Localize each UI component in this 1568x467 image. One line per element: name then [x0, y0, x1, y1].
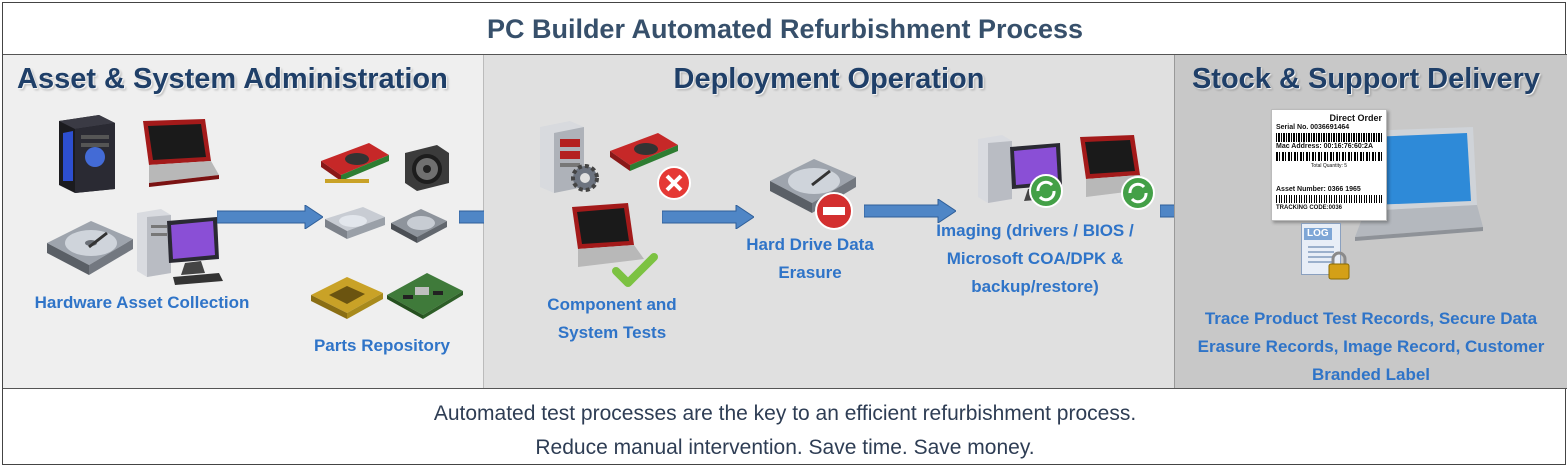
step-label-parts-repository: Parts Repository [313, 336, 451, 355]
footer-line-2: Reduce manual intervention. Save time. S… [535, 436, 1035, 459]
laptop-red-icon [564, 201, 652, 275]
label-line: Erasure [778, 263, 842, 282]
cpu-cooler-fan-icon [401, 143, 451, 191]
flow-arrow [662, 205, 754, 229]
step-label-hardware-asset-collection: Hardware Asset Collection [34, 293, 250, 312]
label-serial: Serial No. 0036691464 [1276, 124, 1350, 131]
motherboard-icon [385, 269, 465, 321]
barcode-icon [1276, 133, 1382, 142]
laptop-red-icon [129, 117, 221, 189]
flow-arrow [864, 199, 956, 223]
label-line: Branded Label [1311, 365, 1431, 384]
lock-icon [1327, 251, 1351, 281]
laptop-red-icon [1072, 133, 1156, 203]
cpu-chip-icon [309, 271, 385, 321]
refresh-badge-icon [1028, 173, 1064, 209]
spacer [1276, 170, 1382, 186]
label-line: Trace Product Test Records, Secure Data [1204, 309, 1538, 328]
footer: Automated test processes are the key to … [3, 388, 1567, 466]
label-mac: Mac Address: 00:16:76:60:2A [1276, 143, 1374, 150]
laptop-icon [1335, 125, 1485, 245]
section-asset-administration: Asset & System Administration [3, 55, 563, 388]
label-asset: Asset Number: 0366 1965 [1276, 186, 1361, 193]
no-entry-badge-icon [814, 191, 854, 231]
step-label-component-tests: Component and System Tests [528, 291, 696, 347]
label-qty: Total Quantity: 5 [1310, 163, 1348, 169]
server-tower-icon [51, 111, 123, 193]
section-title: Stock & Support Delivery [1191, 63, 1541, 95]
gear-icon [568, 161, 602, 195]
label-line: Component and [547, 295, 677, 314]
label-line: Erasure Records, Image Record, Customer [1197, 337, 1545, 356]
label-line: Hard Drive Data [746, 235, 874, 254]
graphics-card-icon [608, 131, 680, 179]
barcode-icon [1276, 195, 1382, 203]
step-label-records: Trace Product Test Records, Secure Data … [1183, 305, 1559, 389]
refresh-badge-icon [1120, 175, 1156, 211]
footer-line-1: Automated test processes are the key to … [433, 402, 1137, 425]
barcode-label-icon: Direct Order Serial No. 0036691464 Mac A… [1271, 109, 1387, 221]
section-title: Asset & System Administration [17, 63, 448, 95]
check-badge-icon [612, 251, 658, 289]
section-deployment-operation: Deployment Operation [484, 55, 1248, 388]
desktop-pc-icon [133, 203, 225, 287]
label-tracking: TRACKING CODE:0036 [1276, 205, 1343, 211]
hard-drive-icon [389, 205, 449, 245]
step-label-hard-drive-erasure: Hard Drive Data Erasure [730, 231, 890, 287]
label-line: Microsoft COA/DPK & [946, 249, 1124, 268]
optical-drive-icon [323, 203, 387, 241]
barcode-icon [1276, 152, 1382, 161]
doc-lines [1308, 246, 1334, 266]
label-line: Imaging (drivers / BIOS / [936, 221, 1134, 240]
diagram-title: PC Builder Automated Refurbishment Proce… [3, 3, 1567, 55]
error-badge-icon [656, 165, 692, 201]
label-heading: Direct Order [1329, 113, 1382, 123]
log-tag: LOG [1304, 228, 1332, 240]
step-label-imaging: Imaging (drivers / BIOS / Microsoft COA/… [924, 217, 1146, 301]
graphics-card-icon [319, 141, 391, 189]
section-title: Deployment Operation [673, 63, 985, 95]
flow-arrow [217, 205, 323, 229]
section-stock-support-delivery: Stock & Support Delivery Direct Order Se… [1174, 55, 1567, 388]
label-line: System Tests [557, 323, 667, 342]
label-line: backup/restore) [971, 277, 1099, 296]
hard-drive-icon [41, 213, 137, 279]
